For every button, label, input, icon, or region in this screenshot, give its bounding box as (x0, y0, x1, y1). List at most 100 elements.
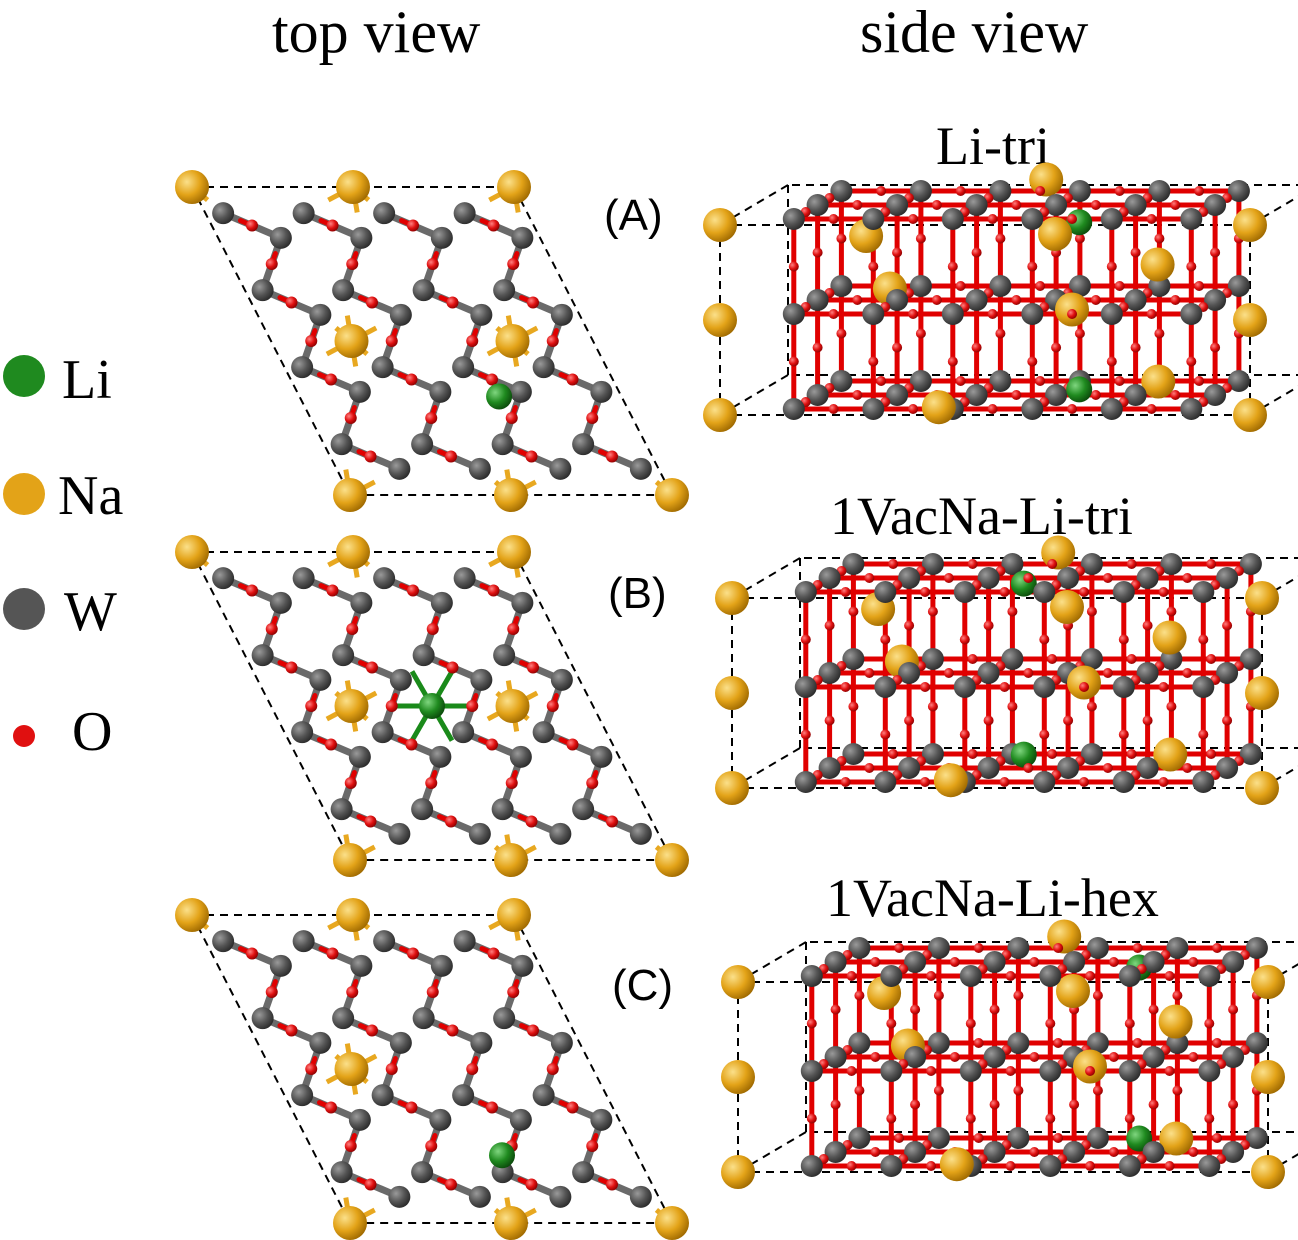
o-atom (1198, 729, 1209, 740)
w-atom (1124, 289, 1147, 311)
o-atom (606, 1178, 618, 1191)
o-atom (1172, 1085, 1183, 1096)
w-atom (348, 745, 371, 768)
o-atom (1158, 587, 1169, 597)
w-atom (388, 1185, 411, 1208)
w-atom (1245, 937, 1268, 959)
o-atom (812, 342, 823, 353)
o-atom (1067, 404, 1078, 414)
w-atom (509, 1108, 532, 1131)
o-atom (346, 986, 359, 998)
w-atom (468, 457, 491, 480)
o-atom (999, 682, 1010, 692)
w-atom (1136, 662, 1159, 684)
w-atom (511, 591, 534, 614)
na-atom (703, 303, 737, 337)
o-atom (1148, 1099, 1159, 1110)
w-atom (590, 745, 613, 768)
o-atom (1085, 1161, 1096, 1171)
w-atom (842, 553, 865, 575)
w-atom (330, 433, 353, 456)
o-atom (285, 1024, 298, 1037)
o-atom (854, 990, 865, 1001)
li-atom (1066, 376, 1093, 403)
o-atom (1035, 376, 1046, 386)
w-atom (874, 581, 897, 603)
w-atom (1068, 180, 1091, 202)
w-atom (959, 965, 982, 987)
o-atom (1007, 701, 1018, 712)
w-atom (909, 370, 932, 392)
o-atom (1188, 1052, 1199, 1062)
o-atom (987, 214, 998, 224)
o-atom (246, 947, 258, 960)
na-atom (1233, 208, 1267, 242)
o-atom (830, 1004, 841, 1015)
o-atom (1039, 634, 1050, 645)
o-atom (955, 186, 966, 196)
w-atom (862, 303, 885, 325)
o-atom (505, 777, 518, 789)
title-a: Li-tri (936, 116, 1050, 176)
o-atom (908, 214, 919, 224)
w-atom (818, 662, 841, 684)
na-atom (333, 1206, 367, 1240)
w-atom (1080, 743, 1103, 765)
o-atom (920, 777, 931, 787)
w-atom (927, 1032, 950, 1054)
o-atom (1132, 1038, 1143, 1048)
w-atom (429, 380, 452, 403)
w-atom (572, 1161, 595, 1184)
w-atom (549, 457, 572, 480)
w-atom (941, 208, 964, 230)
o-atom (908, 309, 919, 319)
o-atom (525, 450, 538, 463)
w-atom (886, 384, 909, 406)
o-atom (999, 777, 1010, 787)
o-atom (915, 328, 926, 339)
w-atom (1039, 1060, 1062, 1082)
o-atom (892, 247, 903, 258)
w-atom (373, 567, 396, 590)
w-atom (1227, 180, 1250, 202)
o-atom (1011, 295, 1022, 305)
w-atom (330, 1161, 353, 1184)
w-atom (549, 822, 572, 845)
w-atom (904, 1046, 927, 1068)
o-atom (426, 623, 439, 635)
o-atom (828, 214, 839, 224)
na-atom (1153, 737, 1188, 772)
na-atom (334, 324, 369, 358)
o-atom (1079, 682, 1090, 692)
w-atom (806, 194, 829, 216)
w-atom (1180, 398, 1203, 420)
o-atom (1132, 943, 1143, 953)
o-atom (525, 1178, 538, 1191)
legend-label-o: O (72, 701, 113, 763)
o-atom (955, 281, 966, 291)
o-atom (1085, 971, 1096, 981)
w-atom (468, 1185, 491, 1208)
legend-na-icon (3, 473, 45, 515)
na-atom (1159, 1121, 1194, 1156)
na-atom (1251, 1155, 1285, 1189)
o-atom (1126, 559, 1137, 569)
w-atom (1222, 1046, 1245, 1068)
o-atom (1069, 1099, 1080, 1110)
o-atom (1188, 957, 1199, 967)
w-atom (898, 757, 921, 779)
o-atom (1011, 390, 1022, 400)
w-atom (212, 202, 235, 225)
w-atom (965, 289, 988, 311)
o-atom (1206, 654, 1217, 664)
na-atom (715, 581, 749, 615)
o-atom (527, 296, 539, 309)
o-atom (943, 573, 954, 583)
na-atom (721, 965, 755, 999)
o-atom (1045, 1113, 1056, 1124)
w-atom (782, 208, 805, 230)
o-atom (566, 373, 579, 386)
w-atom (1080, 648, 1103, 670)
o-atom (971, 342, 982, 353)
o-atom (1170, 295, 1181, 305)
